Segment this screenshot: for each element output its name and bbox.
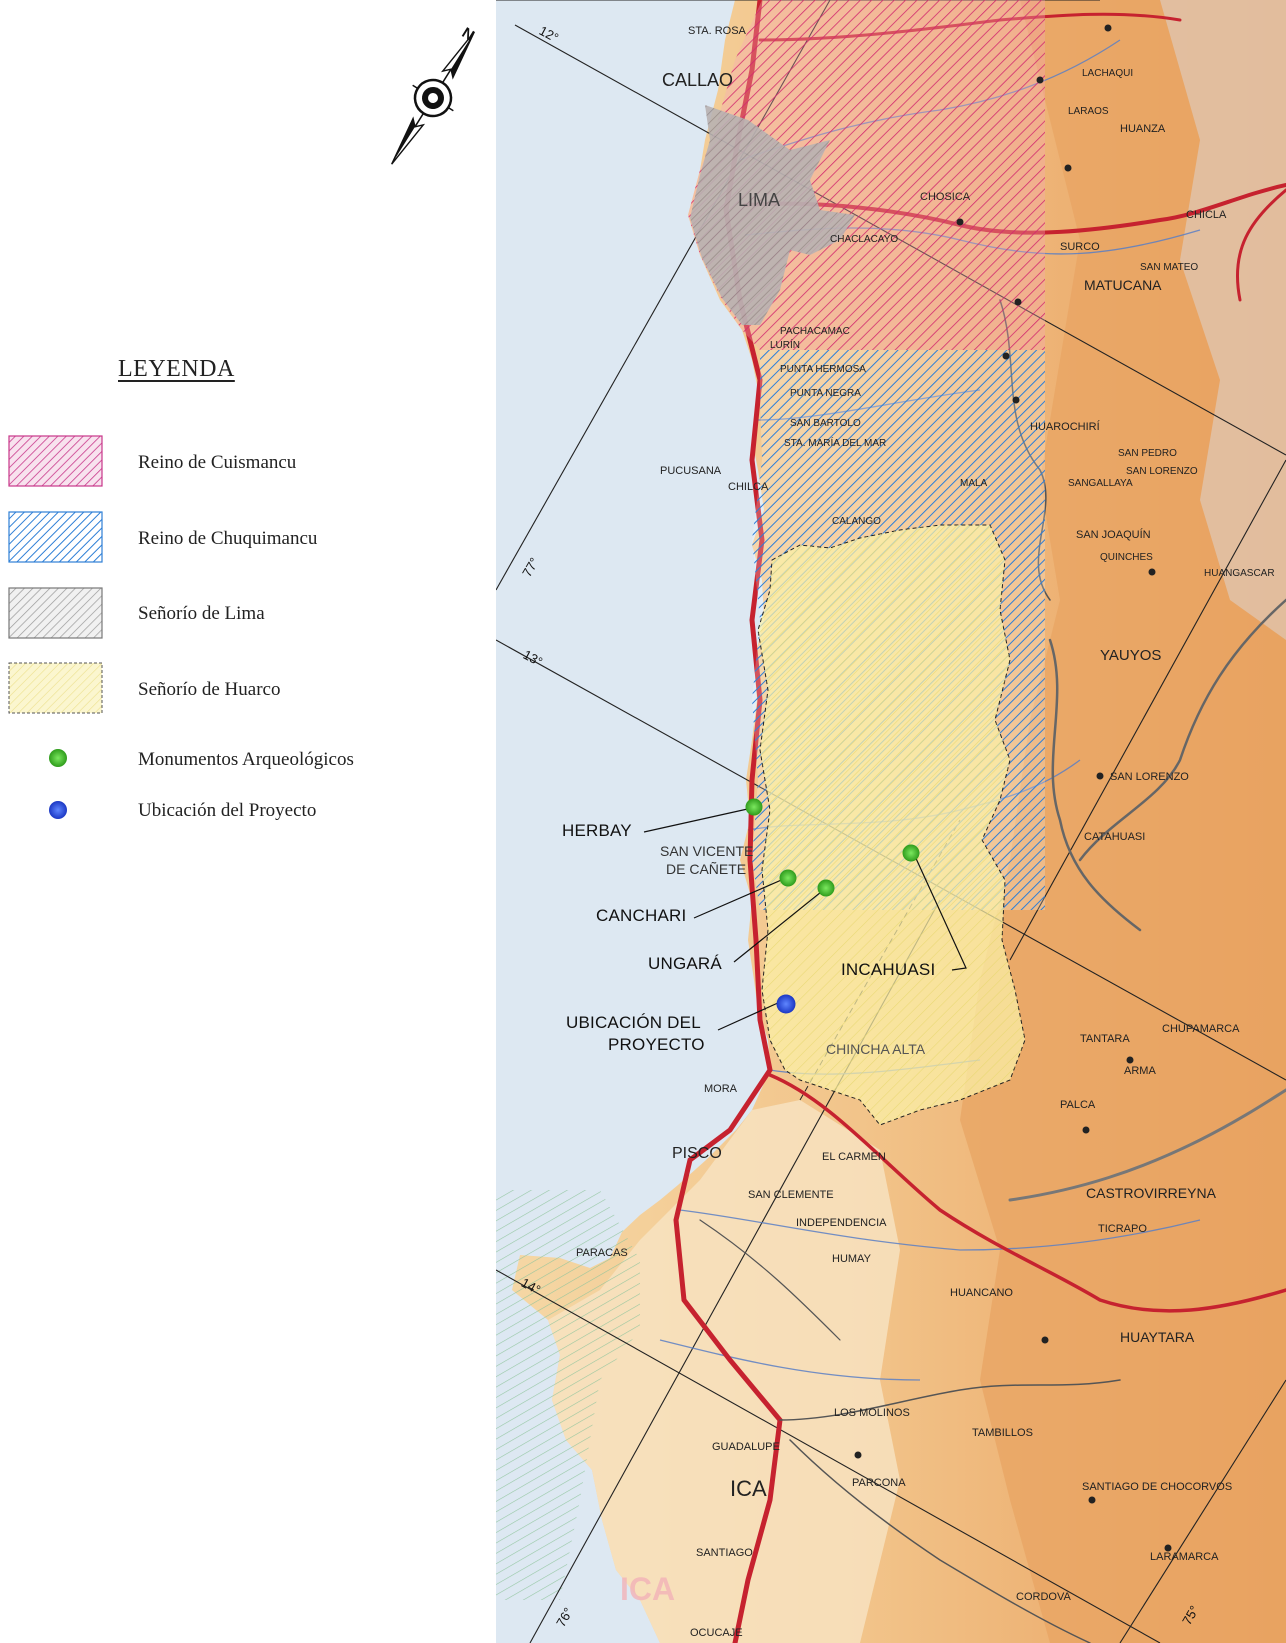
place-laramarca: LARAMARCA — [1150, 1551, 1219, 1563]
place-santiago: SANTIAGO — [696, 1547, 753, 1559]
place-santa-maria: STA. MARÍA DEL MAR — [784, 436, 886, 449]
place-san-joaquin: SAN JOAQUÍN — [1076, 528, 1151, 541]
place-sta-rosa: STA. ROSA — [688, 25, 747, 37]
legend-label-lima: Señorío de Lima — [138, 603, 265, 624]
place-matucana: MATUCANA — [1084, 277, 1162, 293]
place-callao: CALLAO — [662, 70, 733, 90]
place-huangascar: HUANGASCAR — [1204, 568, 1275, 579]
mountain-shading — [960, 0, 1286, 1643]
place-chicla: CHICLA — [1186, 209, 1227, 221]
monument-canchari — [779, 869, 797, 887]
place-punta-hermosa: PUNTA HERMOSA — [780, 364, 866, 375]
place-san-bartolo: SAN BARTOLO — [790, 418, 861, 429]
callout-canchari: CANCHARI — [596, 906, 687, 925]
place-chupamarca: CHUPAMARCA — [1162, 1023, 1240, 1035]
place-lurin: LURÍN — [770, 338, 800, 351]
callout-proyecto-line1: UBICACIÓN DEL — [566, 1013, 701, 1032]
region-lima — [690, 105, 855, 325]
place-pisco: PISCO — [672, 1145, 722, 1162]
place-mora: MORA — [704, 1083, 738, 1095]
place-san-vicente: SAN VICENTE — [660, 843, 753, 859]
callout-ungara: UNGARÁ — [648, 954, 722, 973]
place-huaytara: HUAYTARA — [1120, 1329, 1195, 1345]
project-location — [776, 994, 796, 1014]
place-ica: ICA — [730, 1476, 767, 1501]
callout-proyecto-line2: PROYECTO — [608, 1035, 705, 1054]
place-chilca: CHILCA — [728, 481, 769, 493]
place-el-carmen: EL CARMEN — [822, 1151, 886, 1163]
place-tambillos: TAMBILLOS — [972, 1427, 1033, 1439]
legend-project-dot — [49, 801, 67, 819]
monument-incahuasi — [902, 844, 920, 862]
callout-incahuasi: INCAHUASI — [841, 960, 936, 979]
place-chosica: CHOSICA — [920, 191, 971, 203]
coastal-desert — [548, 1100, 900, 1643]
place-san-lorenzo-2: SAN LORENZO — [1110, 771, 1189, 783]
legend-label-monuments: Monumentos Arqueológicos — [138, 749, 354, 770]
place-huarochiri: HUAROCHIRÍ — [1030, 420, 1101, 433]
place-ocucaje: OCUCAJE — [690, 1627, 743, 1639]
place-palca: PALCA — [1060, 1099, 1096, 1111]
legend-swatch-huarco — [8, 662, 103, 714]
place-pucusana: PUCUSANA — [660, 465, 722, 477]
place-humay: HUMAY — [832, 1253, 872, 1265]
place-quinches: QUINCHES — [1100, 552, 1153, 563]
region-huarco-hatch — [758, 525, 1025, 1125]
place-santiago-chocorvos: SANTIAGO DE CHOCORVOS — [1082, 1481, 1232, 1493]
place-guadalupe: GUADALUPE — [712, 1441, 780, 1453]
legend-swatch-chuquimancu — [8, 511, 103, 563]
place-san-clemente: SAN CLEMENTE — [748, 1189, 834, 1201]
place-laraos: LARAOS — [1068, 106, 1109, 117]
place-paracas: PARACAS — [576, 1247, 628, 1259]
place-pachacamac: PACHACAMAC — [780, 326, 850, 337]
place-lima: LIMA — [738, 190, 780, 210]
place-mala: MALA — [960, 478, 988, 489]
place-sangallaya: SANGALLAYA — [1068, 478, 1133, 489]
place-ticrapo: TICRAPO — [1098, 1223, 1147, 1235]
place-chincha-alta: CHINCHA ALTA — [826, 1041, 926, 1057]
place-surco: SURCO — [1060, 241, 1100, 253]
place-castrovirreyna: CASTROVIRREYNA — [1086, 1185, 1217, 1201]
place-cordova: CORDOVA — [1016, 1591, 1071, 1603]
north-label: N — [459, 24, 477, 44]
place-de-canete: DE CAÑETE — [666, 861, 746, 877]
place-los-molinos: LOS MOLINOS — [834, 1407, 910, 1419]
town-markers — [854, 24, 1172, 1552]
legend-label-chuquimancu: Reino de Chuquimancu — [138, 528, 318, 549]
legend-monument-dot — [49, 749, 67, 767]
region-label-ica: ICA — [620, 1571, 675, 1607]
monument-herbay — [745, 798, 763, 816]
legend-label-cuismancu: Reino de Cuismancu — [138, 452, 297, 473]
north-arrow-icon: N — [391, 24, 477, 165]
place-catahuasi: CATAHUASI — [1084, 831, 1145, 843]
legend-swatch-cuismancu — [8, 435, 103, 487]
monument-ungara — [817, 879, 835, 897]
place-parcona: PARCONA — [852, 1477, 906, 1489]
place-san-mateo: SAN MATEO — [1140, 262, 1198, 273]
place-calango: CALANGO — [832, 516, 881, 527]
place-chaclacayo: CHACLACAYO — [830, 234, 898, 245]
callout-leaders — [643, 807, 967, 1031]
place-lachaqui: LACHAQUI — [1082, 68, 1133, 79]
place-yauyos: YAUYOS — [1100, 647, 1161, 664]
callout-herbay: HERBAY — [562, 821, 632, 840]
legend-title: LEYENDA — [118, 356, 235, 382]
place-huanza: HUANZA — [1120, 123, 1166, 135]
place-huancano: HUANCANO — [950, 1287, 1013, 1299]
paracas-reserve — [496, 1190, 640, 1600]
place-independencia: INDEPENDENCIA — [796, 1217, 887, 1229]
legend-swatches — [8, 435, 103, 819]
place-san-pedro-1: SAN PEDRO — [1118, 448, 1177, 459]
legend-swatch-lima — [8, 587, 103, 639]
high-andes-shading — [1160, 0, 1286, 640]
place-tantara: TANTARA — [1080, 1033, 1130, 1045]
legend-label-huarco: Señorío de Huarco — [138, 679, 281, 700]
place-san-lorenzo-1: SAN LORENZO — [1126, 466, 1198, 477]
map-panel: STA. ROSA CALLAO LIMA LACHAQUI LARAOS HU… — [496, 0, 1286, 1643]
place-arma: ARMA — [1124, 1065, 1156, 1077]
place-punta-negra: PUNTA NEGRA — [790, 388, 861, 399]
legend-label-project: Ubicación del Proyecto — [138, 800, 317, 821]
